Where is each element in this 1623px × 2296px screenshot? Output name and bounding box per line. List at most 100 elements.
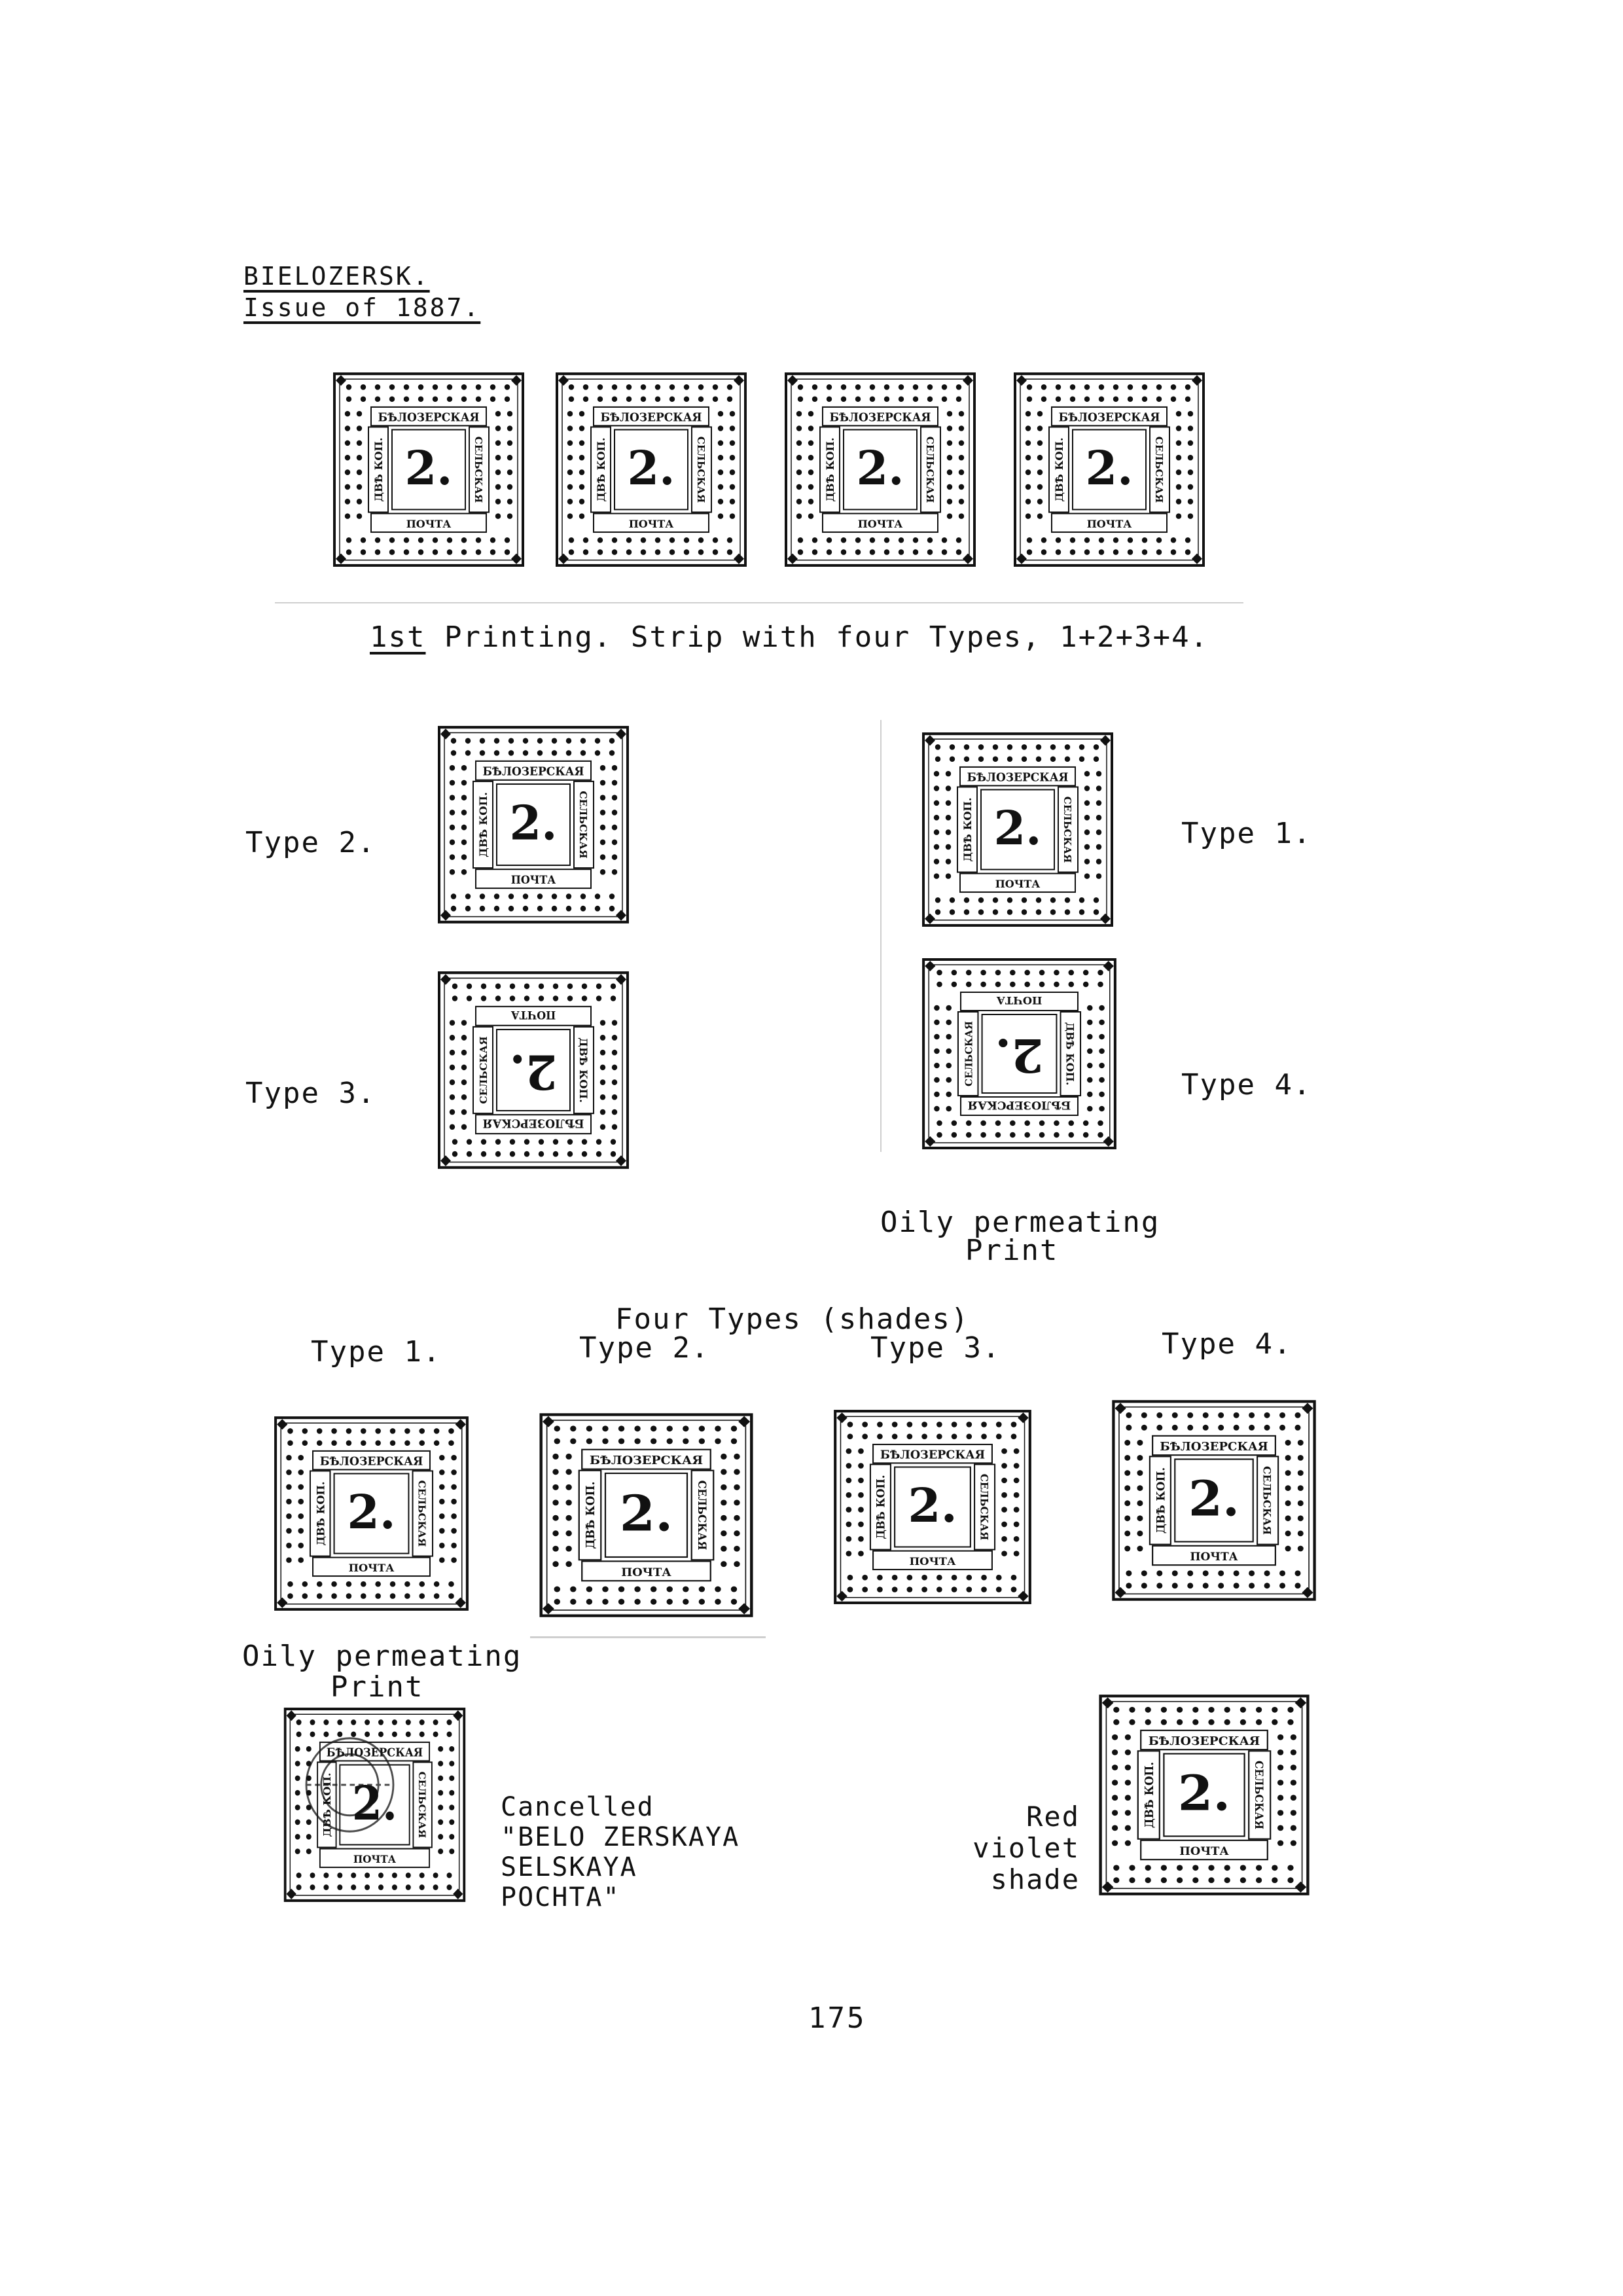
strip-caption-rest: Printing. Strip with four Types, 1+2+3+4…	[425, 620, 1209, 654]
stamp-inscription-top: БѢЛОЗЕРСКАЯ	[880, 1448, 985, 1462]
corner-ornament	[440, 910, 451, 921]
corner-ornament	[1103, 961, 1114, 971]
inscription-band	[1152, 1545, 1276, 1566]
stamp-inscription-left: ДВѢ КОП.	[1064, 1022, 1077, 1086]
stamp-value: 2.	[1085, 440, 1133, 495]
corner-ornament	[453, 1888, 463, 1899]
corner-ornament	[1018, 1590, 1029, 1602]
label-type1: Type 1.	[1181, 817, 1312, 850]
club-ornament	[344, 384, 513, 555]
stamp-border	[928, 964, 1111, 1143]
stamp-border	[1099, 1695, 1310, 1895]
value-panel	[496, 1028, 571, 1112]
inscription-band	[1051, 406, 1168, 427]
corner-ornament	[925, 961, 936, 971]
inscription-band	[581, 1560, 711, 1582]
corner-ornament	[1100, 735, 1111, 746]
inscription-band	[475, 760, 592, 781]
page-title: BIELOZERSK.	[243, 262, 430, 291]
corner-ornament	[1101, 1881, 1114, 1893]
inscription-band	[578, 1469, 602, 1561]
stamp-border	[1112, 1400, 1316, 1601]
stamp-inscription-top: БѢЛОЗЕРСКАЯ	[483, 1116, 584, 1129]
inscription-band	[1140, 1729, 1268, 1751]
corner-ornament	[453, 1710, 463, 1721]
inscription-band	[309, 1470, 331, 1557]
stamp-inscription-bottom: ПОЧТА	[621, 1566, 671, 1579]
stamp-border	[444, 977, 623, 1163]
inscription-band	[317, 1761, 337, 1848]
inscription-band	[412, 1761, 433, 1848]
inscription-band	[1140, 1839, 1268, 1861]
club-ornament	[294, 1719, 455, 1890]
stamp-inscription-right: СЕЛЬСКАЯ	[963, 1021, 974, 1086]
inscription-band	[581, 1448, 711, 1470]
stamp-border	[928, 738, 1107, 921]
stamp-inscription-top: БѢЛОЗЕРСКАЯ	[600, 411, 702, 424]
stamp-inscription-top: БѢЛОЗЕРСКАЯ	[483, 765, 584, 778]
stamp-inscription-top: БѢЛОЗЕРСКАЯ	[829, 411, 931, 424]
stamp-value: 2.	[1188, 1471, 1240, 1527]
stamp-inscription-right: СЕЛЬСКАЯ	[1253, 1761, 1265, 1829]
corner-ornament	[558, 553, 569, 564]
corner-ornament	[542, 1603, 554, 1615]
corner-ornament	[925, 913, 935, 924]
cancelled-caption: Cancelled "BELO ZERSKAYA SELSKAYA POCHTA…	[501, 1792, 740, 1912]
corner-ornament	[963, 375, 973, 386]
corner-ornament	[1115, 1403, 1126, 1414]
stamp-inscription-left: ДВѢ КОП.	[1143, 1762, 1156, 1828]
stamp-inscription-left: ДВѢ КОП.	[824, 437, 836, 501]
corner-ornament	[925, 735, 935, 746]
inscription-band	[475, 1114, 592, 1135]
stamp-value: 2.	[509, 1044, 557, 1100]
stamp-inscription-top: БѢЛОЗЕРСКАЯ	[327, 1746, 423, 1759]
stamp-value: 2.	[908, 1478, 957, 1532]
stamp-border	[283, 1708, 466, 1902]
club-ornament	[286, 1428, 457, 1599]
inscription-band	[822, 406, 938, 427]
corner-ornament	[558, 375, 569, 386]
corner-ornament	[336, 375, 346, 386]
stamp-inscription-left: ДВѢ КОП.	[584, 1481, 597, 1549]
inscription-band	[1248, 1750, 1272, 1840]
corner-ornament	[286, 1888, 296, 1899]
stamp-inscription-left: ДВѢ КОП.	[577, 1037, 590, 1103]
stamp-inscription-top: БѢЛОЗЕРСКАЯ	[320, 1455, 423, 1468]
red-violet-line: violet	[972, 1832, 1080, 1864]
cancelled-line: POCHTA"	[501, 1882, 620, 1912]
corner-ornament	[1294, 1881, 1307, 1893]
stamp-border	[289, 1713, 460, 1896]
corner-ornament	[455, 1597, 466, 1608]
inscription-band	[475, 1005, 592, 1026]
club-ornament	[846, 1422, 1020, 1592]
inscription-band	[473, 780, 493, 869]
inscription-band	[1051, 512, 1168, 533]
red-violet-caption: Red violet shade	[969, 1801, 1080, 1895]
ordinal: 1st	[370, 620, 426, 654]
club-ornament	[1025, 384, 1194, 555]
stamp-inscription-right: СЕЛЬСКАЯ	[696, 1480, 708, 1551]
stamp-inscription-bottom: ПОЧТА	[858, 518, 903, 530]
corner-ornament	[616, 728, 626, 740]
stamp-border	[562, 378, 741, 561]
red-violet-line: Red	[1026, 1801, 1080, 1833]
stamp-border	[1118, 1406, 1310, 1595]
inscription-band	[960, 1096, 1079, 1116]
corner-ornament	[336, 553, 346, 564]
stamp-inscription-top: БѢЛОЗЕРСКАЯ	[590, 1454, 703, 1468]
stamp-value: 2.	[509, 795, 557, 851]
inscription-band	[370, 512, 487, 533]
inscription-band	[1060, 1011, 1082, 1096]
stamp-value: 2.	[1178, 1765, 1230, 1821]
stamp-border	[333, 372, 524, 567]
stamp-value: 2.	[995, 1028, 1043, 1082]
club-ornament	[552, 1426, 740, 1605]
inscription-band	[872, 1443, 993, 1464]
stamp-inscription-top: БѢЛОЗЕРСКАЯ	[1160, 1440, 1268, 1454]
